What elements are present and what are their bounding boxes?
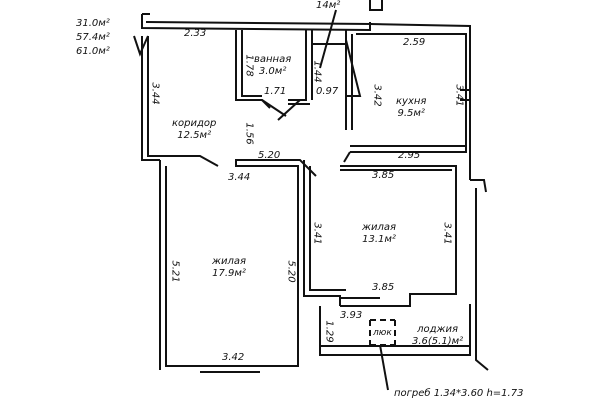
room-living-small-area: 13.1м² (362, 234, 396, 245)
dim-kitchen-top: 2.59 (403, 37, 426, 48)
dim-toilet-h: 1.44 (311, 60, 323, 83)
dim-toilet-w: 0.97 (316, 86, 339, 97)
room-corridor-area: 12.5м² (177, 130, 212, 141)
room-corridor: коридор 12.5м² (172, 118, 216, 142)
room-loggia-area: 3.6(5.1)м² (412, 336, 464, 347)
room-bathroom: ванная 3.0м² (254, 54, 291, 78)
dim-living-large-top: 3.44 (228, 172, 251, 183)
room-bathroom-area: 3.0м² (258, 66, 287, 77)
area-total: 57.4м² (76, 32, 110, 43)
dim-kitchen-bottom: 2.95 (398, 150, 421, 161)
room-corridor-name: коридор (172, 118, 217, 129)
area-total-living: 31.0м² (76, 18, 110, 29)
dim-kitchen-left: 3.42 (371, 84, 383, 107)
dim-bathroom-w: 1.71 (264, 86, 287, 97)
room-living-small-name: жилая (362, 222, 397, 233)
dim-bathroom-h: 1.78 (243, 54, 255, 77)
dim-loggia-h: 1.29 (323, 320, 335, 343)
room-living-large: жилая 17.9м² (212, 256, 246, 280)
room-bathroom-name: ванная (254, 54, 292, 65)
room-kitchen-area: 9.5м² (397, 108, 425, 119)
room-kitchen-name: кухня (396, 96, 427, 107)
dim-living-small-top: 3.85 (372, 170, 395, 181)
room-living-small: жилая 13.1м² (362, 222, 396, 246)
room-living-large-name: жилая (212, 256, 247, 267)
dim-living-large-right: 5.20 (285, 260, 297, 283)
dim-kitchen-right: 3.41 (453, 84, 465, 107)
dim-living-small-right: 3.41 (441, 222, 453, 245)
dim-corridor-left: 3.44 (149, 82, 161, 105)
room-loggia: лоджия 3.6(5.1)м² (412, 324, 463, 348)
hatch-label: люк (373, 328, 392, 338)
room-kitchen: кухня 9.5м² (396, 96, 426, 120)
area-total-with-loggia: 61.0м² (76, 46, 110, 57)
cellar-note: погреб 1.34*3.60 h=1.73 (394, 388, 524, 399)
dim-corridor-bottom: 5.20 (258, 150, 281, 161)
room-living-large-area: 17.9м² (212, 268, 246, 279)
room-loggia-name: лоджия (417, 324, 459, 335)
dim-loggia-w: 3.93 (340, 310, 363, 321)
area-top: 14м² (316, 0, 341, 11)
dim-living-small-left: 3.41 (311, 222, 323, 245)
dim-living-large-bottom: 3.42 (222, 352, 245, 363)
dim-living-small-bottom: 3.85 (372, 282, 395, 293)
dim-corridor-inner: 1.56 (243, 122, 255, 145)
dim-corridor-top: 2.33 (184, 28, 207, 39)
dim-living-large-left: 5.21 (169, 260, 181, 283)
